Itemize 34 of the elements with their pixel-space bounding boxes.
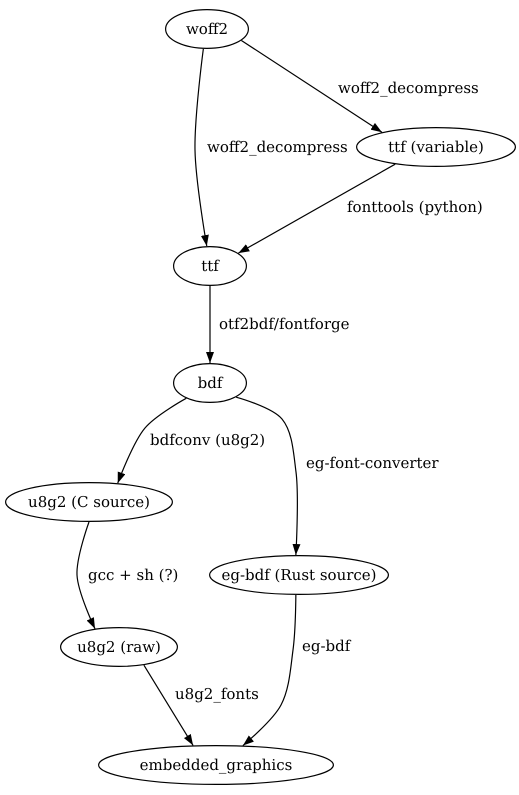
node-label: embedded_graphics [140, 756, 292, 774]
node-label: ttf [201, 257, 219, 275]
ellipse-node [173, 363, 247, 403]
node-label: bdf [198, 374, 222, 392]
edge-label: gcc + sh (?) [88, 566, 178, 584]
edge-label: eg-bdf [302, 637, 350, 655]
ellipse-node [209, 555, 389, 595]
arrow [194, 48, 209, 246]
ellipse-node [173, 246, 247, 286]
edge-label: fonttools (python) [347, 198, 483, 216]
ellipse-node [60, 627, 178, 667]
edge-label: u8g2_fonts [175, 685, 259, 703]
arrow [242, 594, 296, 746]
ellipse-node [356, 127, 516, 167]
arrow [143, 664, 194, 746]
arrow [206, 286, 214, 363]
arrow [236, 396, 300, 556]
edge-label: woff2_decompress [338, 79, 479, 97]
edge-label: eg-font-converter [306, 454, 439, 472]
edge-label: bdfconv (u8g2) [150, 431, 266, 449]
ellipse-node [5, 482, 173, 522]
arrow [241, 40, 382, 133]
ellipse-node [98, 745, 334, 785]
ellipse-node [165, 9, 249, 49]
edge-label: woff2_decompress [207, 138, 348, 156]
node-label: u8g2 (raw) [77, 638, 161, 656]
arrow [76, 522, 96, 629]
arrow [238, 164, 396, 254]
node-label: woff2 [186, 20, 228, 38]
node-label: ttf (variable) [388, 138, 484, 156]
arrow [117, 398, 187, 484]
node-label: u8g2 (C source) [28, 493, 150, 511]
edge-label: otf2bdf/fontforge [219, 315, 350, 333]
node-label: eg-bdf (Rust source) [221, 566, 377, 584]
